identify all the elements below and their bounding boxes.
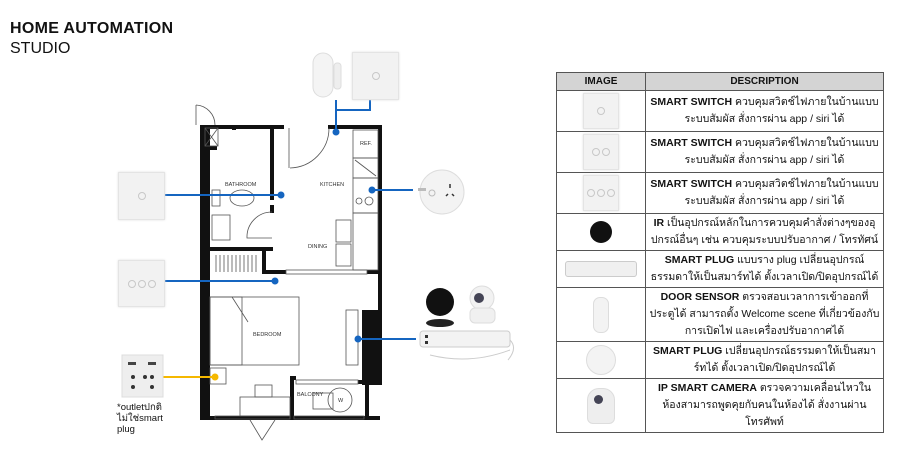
smart-switch-3-icon	[556, 172, 646, 214]
smart-switch-1-icon	[556, 90, 646, 132]
device-description: ควบคุมสวิตช์ไฟภายในบ้านแบบระบบสัมผัส สั่…	[684, 178, 879, 207]
floor-plan: BATHROOM KITCHEN REF. DINING BEDROOM BAL…	[121, 52, 514, 441]
device-description: ตรวจความเคลื่อนไหวในห้องสามารถพูดคุยกับค…	[662, 382, 872, 428]
ip-camera-icon	[556, 378, 646, 433]
device-name: IR	[653, 217, 665, 229]
room-label-w: W	[338, 398, 344, 404]
device-table: IMAGE DESCRIPTION SMART SWITCH ควบคุมสวิ…	[556, 72, 884, 433]
room-label-bedroom: BEDROOM	[253, 332, 282, 338]
description-cell: SMART SWITCH ควบคุมสวิตช์ไฟภายในบ้านแบบร…	[645, 131, 884, 173]
walls	[200, 125, 382, 420]
device-description: ควบคุมสวิตช์ไฟภายในบ้านแบบระบบสัมผัส สั่…	[684, 137, 879, 166]
device-name: SMART SWITCH	[650, 178, 733, 190]
page-title: HOME AUTOMATION	[10, 20, 174, 37]
room-label-balcony: BALCONY	[297, 392, 324, 398]
device-name: SMART PLUG	[652, 345, 723, 357]
smart-plug-icon	[556, 341, 646, 379]
description-cell: SMART SWITCH ควบคุมสวิตช์ไฟภายในบ้านแบบร…	[645, 90, 884, 132]
smart-plug-image	[418, 169, 465, 215]
table-row: SMART SWITCH ควบคุมสวิตช์ไฟภายในบ้านแบบร…	[556, 90, 884, 132]
device-description: ตรวจสอบเวลาการเข้าออกที่ประตูได้ สามารถต…	[649, 291, 880, 337]
description-cell: SMART SWITCH ควบคุมสวิตช์ไฟภายในบ้านแบบร…	[645, 172, 884, 214]
device-description: แบบราง plug เปลี่ยนอุปกรณ์ธรรมดาให้เป็นส…	[650, 254, 879, 283]
room-label-bathroom: BATHROOM	[225, 182, 257, 188]
device-name: DOOR SENSOR	[660, 291, 740, 303]
device-name: SMART SWITCH	[650, 137, 733, 149]
door-sensor-icon	[556, 287, 646, 342]
table-row: SMART SWITCH ควบคุมสวิตช์ไฟภายในบ้านแบบร…	[556, 131, 884, 173]
outlet-note: *outletปกติ ไม่ใช่smart plug	[117, 402, 163, 435]
description-cell: SMART PLUG เปลี่ยนอุปกรณ์ธรรมดาให้เป็นสม…	[645, 341, 884, 379]
smart-switch-3-gang-image	[118, 260, 165, 307]
ir-hub-icon	[556, 213, 646, 251]
table-row: IR เป็นอุปกรณ์หลักในการควบคุมคำสั่งต่างๆ…	[556, 213, 884, 251]
description-cell: DOOR SENSOR ตรวจสอบเวลาการเข้าออกที่ประต…	[645, 287, 884, 342]
door-sensor-image	[312, 52, 342, 98]
ir-camera-strip-image	[419, 285, 514, 361]
table-row: IP SMART CAMERA ตรวจความเคลื่อนไหวในห้อง…	[556, 378, 884, 433]
outlet-image	[121, 354, 164, 398]
table-row: DOOR SENSOR ตรวจสอบเวลาการเข้าออกที่ประต…	[556, 287, 884, 342]
smart-switch-1-gang-image	[118, 172, 165, 220]
page-subtitle: STUDIO	[10, 40, 71, 57]
power-strip-icon	[556, 250, 646, 288]
connector-lines	[165, 100, 416, 340]
table-row: SMART SWITCH ควบคุมสวิตช์ไฟภายในบ้านแบบร…	[556, 172, 884, 214]
room-label-dining: DINING	[308, 244, 327, 250]
device-description: เป็นอุปกรณ์หลักในการควบคุมคำสั่งต่างๆของ…	[650, 217, 879, 246]
room-label-ref: REF.	[360, 141, 372, 147]
description-cell: SMART PLUG แบบราง plug เปลี่ยนอุปกรณ์ธรร…	[645, 250, 884, 288]
table-row: SMART PLUG เปลี่ยนอุปกรณ์ธรรมดาให้เป็นสม…	[556, 341, 884, 379]
col-image: IMAGE	[556, 72, 646, 91]
table-row: SMART PLUG แบบราง plug เปลี่ยนอุปกรณ์ธรร…	[556, 250, 884, 288]
device-description: ควบคุมสวิตช์ไฟภายในบ้านแบบระบบสัมผัส สั่…	[684, 96, 879, 125]
description-cell: IR เป็นอุปกรณ์หลักในการควบคุมคำสั่งต่างๆ…	[645, 213, 884, 251]
device-name: IP SMART CAMERA	[657, 382, 757, 394]
device-name: SMART PLUG	[664, 254, 735, 266]
smart-switch-1-gang-image	[352, 52, 399, 100]
description-cell: IP SMART CAMERA ตรวจความเคลื่อนไหวในห้อง…	[645, 378, 884, 433]
device-description: เปลี่ยนอุปกรณ์ธรรมดาให้เป็นสมาร์ทได้ ตั้…	[693, 345, 877, 374]
smart-switch-2-icon	[556, 131, 646, 173]
device-name: SMART SWITCH	[650, 96, 733, 108]
col-description: DESCRIPTION	[645, 72, 884, 91]
room-label-kitchen: KITCHEN	[320, 182, 344, 188]
